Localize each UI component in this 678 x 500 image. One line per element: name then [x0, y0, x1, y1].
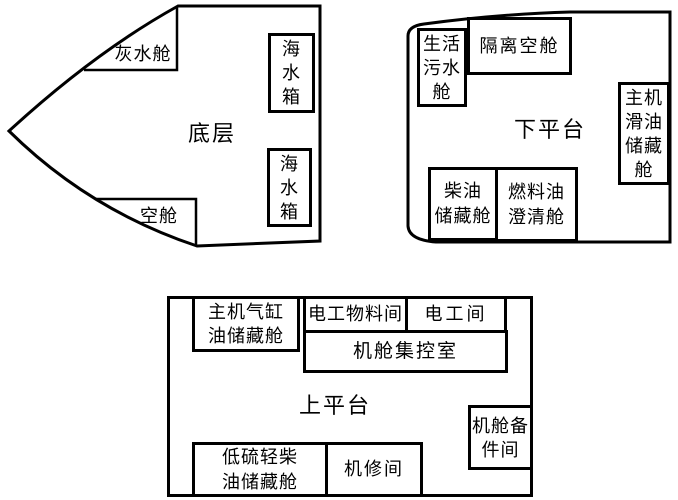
compartment-label-void-tank: 空舱 [140, 206, 178, 226]
compartment-diesel-store: 柴油 储藏舱 [428, 167, 498, 241]
compartment-label-main-engine-cylinder-oil-store: 主机气缸 油储藏舱 [208, 302, 284, 346]
compartment-main-engine-lube-oil-store: 主机 滑油 储藏 舱 [618, 82, 670, 185]
compartment-label-electrician-room: 电工间 [424, 304, 488, 324]
compartment-main-engine-cylinder-oil-store: 主机气缸 油储藏舱 [192, 296, 300, 352]
compartment-sea-water-box-lower: 海 水 箱 [267, 148, 312, 227]
compartment-label-low-sulfur-diesel-store: 低硫轻柴 油储藏舱 [222, 446, 298, 492]
compartment-electrician-room: 电工间 [405, 296, 507, 333]
compartment-low-sulfur-diesel-store: 低硫轻柴 油储藏舱 [192, 442, 328, 497]
compartment-sewage-tank: 生活 污水 舱 [417, 28, 467, 107]
compartment-label-sea-water-box-upper: 海 水 箱 [282, 39, 301, 107]
compartment-label-sea-water-box-lower: 海 水 箱 [280, 153, 299, 222]
deck-label-lower-platform: 下平台 [513, 117, 586, 142]
compartment-label-gray-water-tank: 灰水舱 [114, 44, 172, 64]
compartment-electrical-material-room: 电工物料间 [303, 296, 408, 333]
lower-platform-outline [406, 10, 672, 244]
compartment-fuel-oil-clarifier: 燃料油 澄清舱 [495, 167, 578, 242]
compartment-label-machine-repair-room: 机修间 [344, 459, 404, 479]
compartment-sea-water-box-upper: 海 水 箱 [268, 33, 315, 113]
void-tank-partition [96, 197, 198, 245]
compartment-label-engine-control-room: 机舱集控室 [352, 341, 458, 362]
compartment-label-isolation-void: 隔离空舱 [479, 35, 560, 56]
compartment-label-main-engine-lube-oil-store: 主机 滑油 储藏 舱 [625, 87, 663, 180]
compartment-engine-control-room: 机舱集控室 [303, 330, 508, 373]
deck-label-bottom: 底层 [187, 121, 236, 146]
compartment-isolation-void: 隔离空舱 [467, 17, 572, 75]
gray-water-tank-partition [84, 7, 179, 72]
compartment-label-engine-spare-parts-room: 机舱备 件间 [472, 415, 529, 460]
hull-outline [6, 4, 322, 248]
compartment-machine-repair-room: 机修间 [325, 442, 423, 497]
compartment-label-sewage-tank: 生活 污水 舱 [423, 33, 461, 102]
compartment-engine-spare-parts-room: 机舱备 件间 [468, 405, 533, 470]
compartment-label-electrical-material-room: 电工物料间 [308, 304, 403, 324]
compartment-label-diesel-store: 柴油 储藏舱 [434, 181, 492, 226]
deck-label-upper-platform: 上平台 [298, 393, 371, 418]
compartment-label-fuel-oil-clarifier: 燃料油 澄清舱 [508, 181, 565, 227]
